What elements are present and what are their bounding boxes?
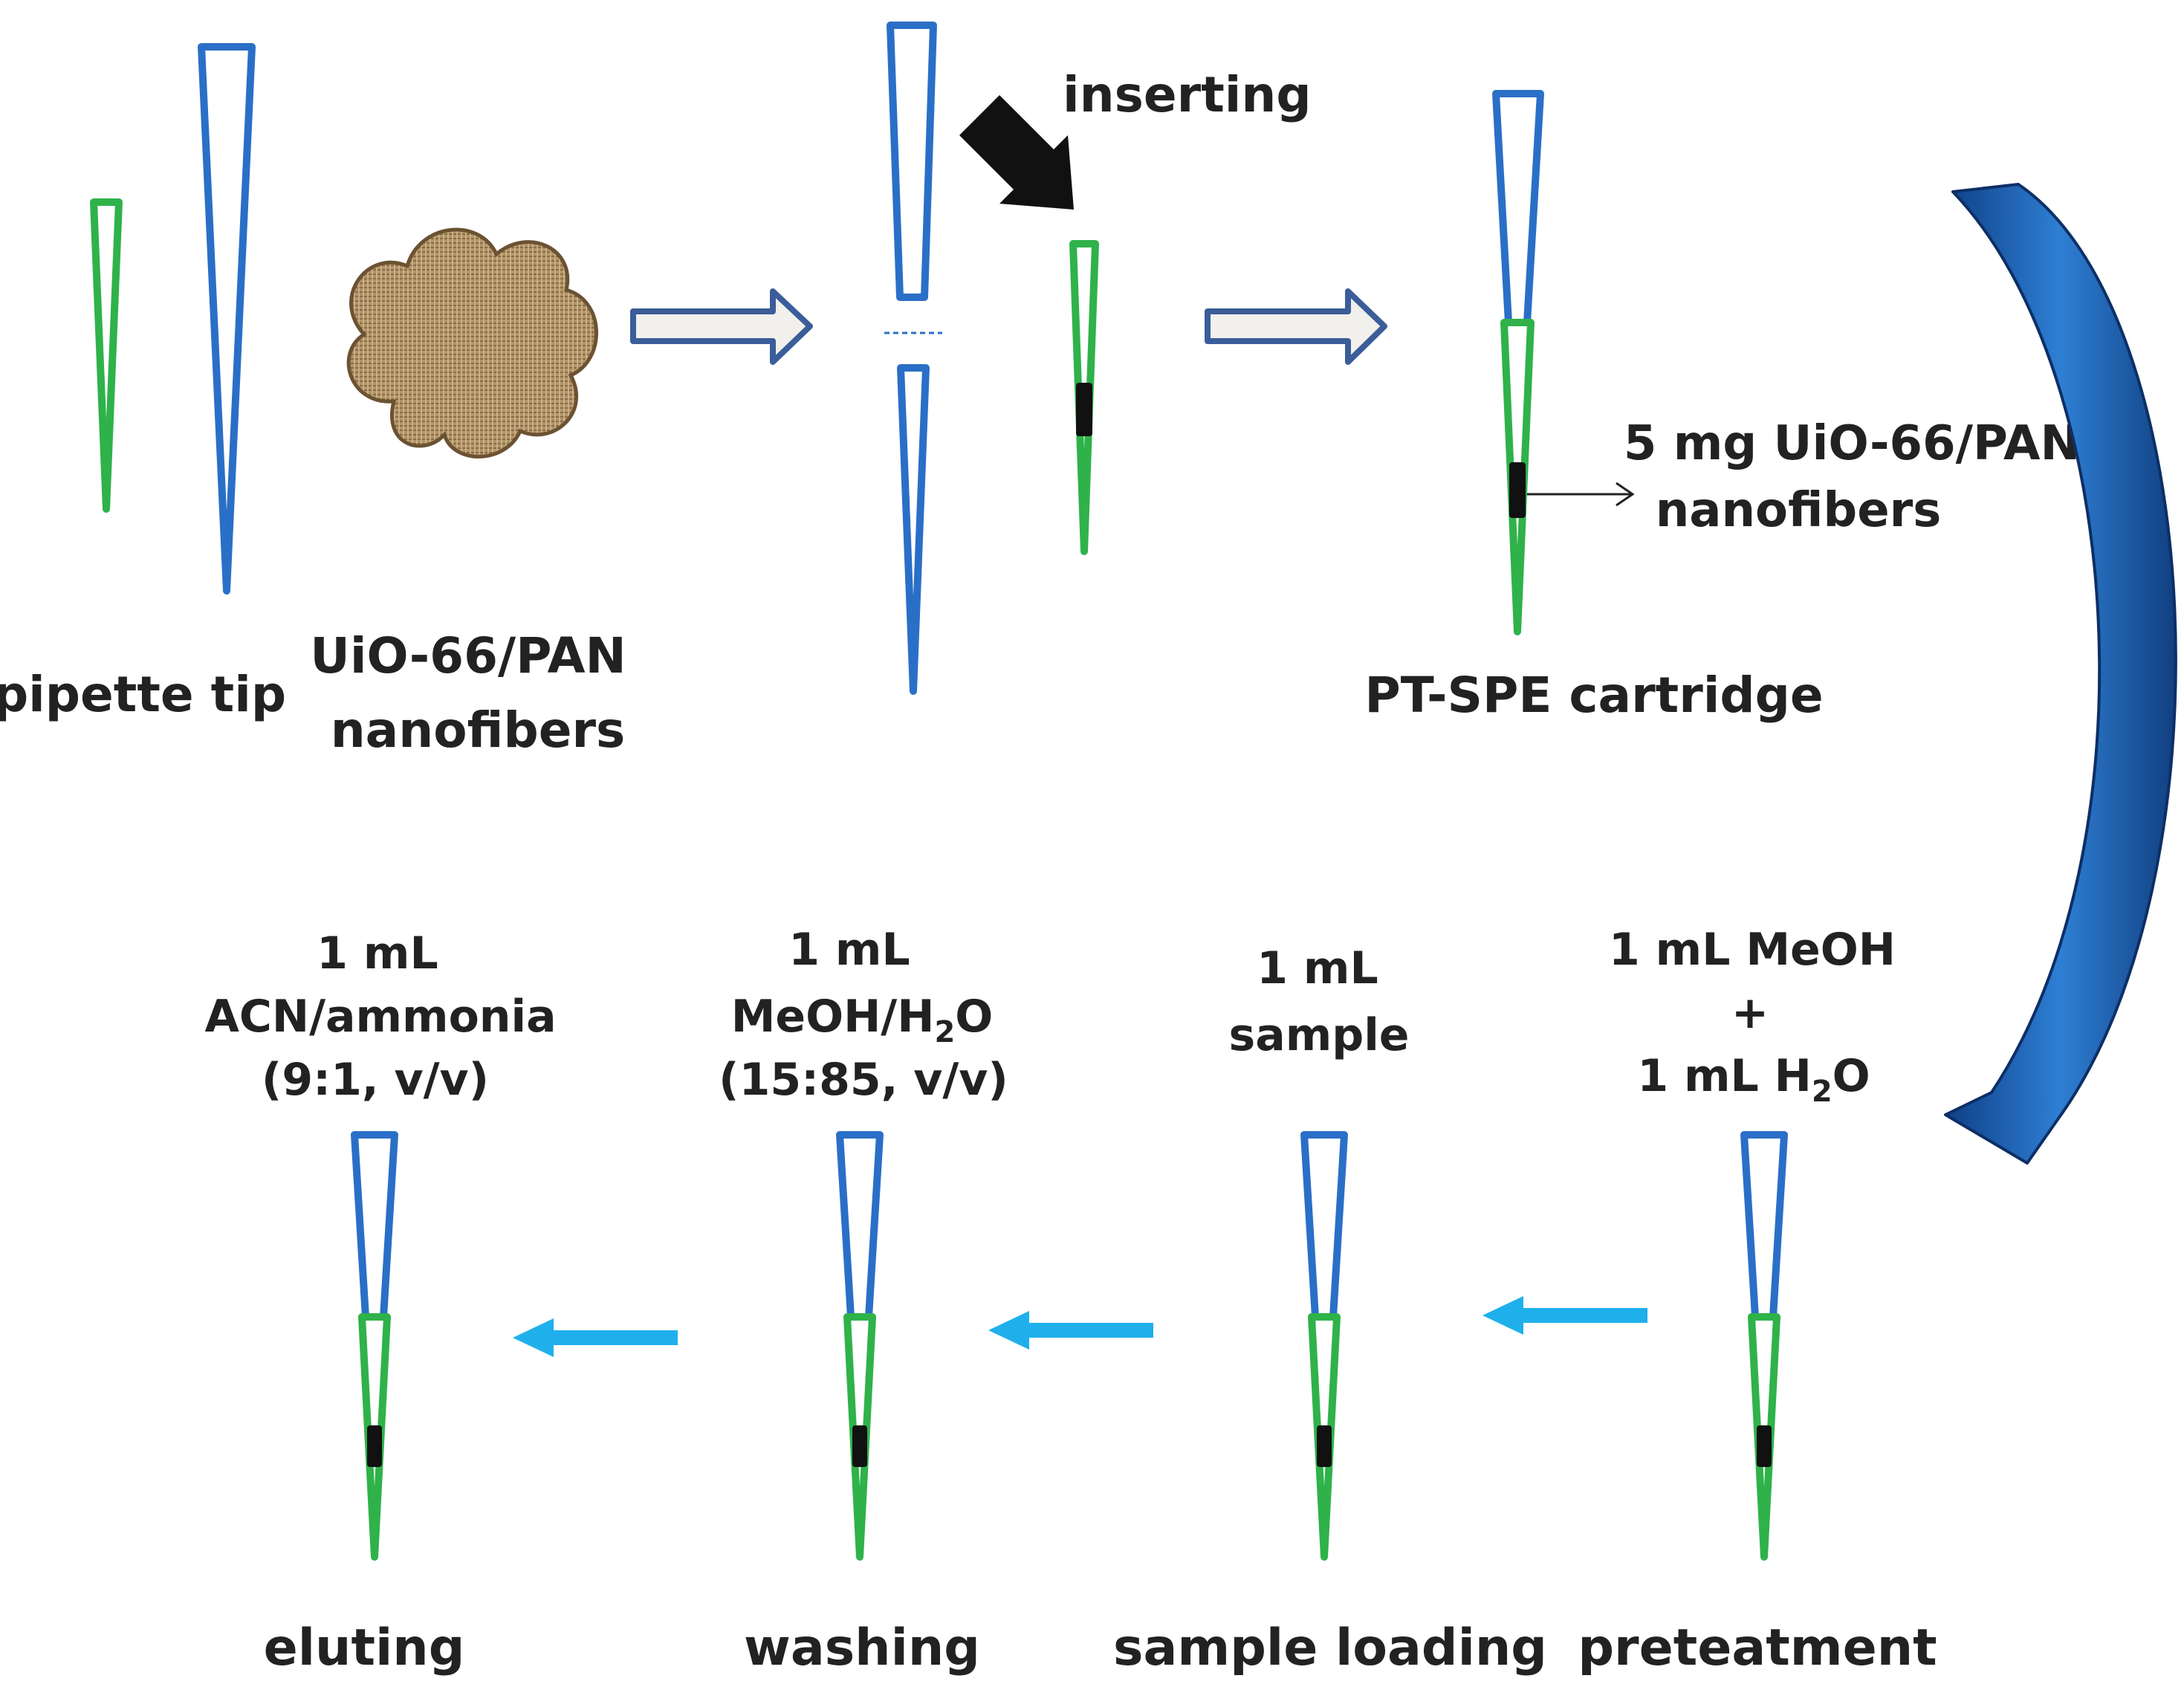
washing-solvent-subscript: 2 [934,1015,955,1049]
sorbent-plug [1076,383,1092,436]
pretreatment-sorbent [1757,1425,1772,1467]
eluting-label: eluting [264,1619,465,1677]
washing-solvent-tail: O [955,991,993,1043]
pretreatment-label: preteatment [1578,1619,1937,1677]
pretreatment-step [1740,1131,1788,1561]
eluting-step [351,1131,398,1561]
loading-sample: sample [1229,1009,1410,1061]
pretreatment-water-subscript: 2 [1812,1075,1833,1109]
washing-upper-tip [836,1131,884,1321]
washing-solvent-main: MeOH/H [731,991,935,1043]
pretreatment-upper-tip [1740,1131,1788,1321]
cartridge-sorbent [1509,462,1526,518]
inserting-label: inserting [1063,66,1312,123]
pipette-tip-label: pipette tip [0,666,286,723]
small-pipette-tip [90,198,123,513]
nanofiber-clump [346,227,598,459]
pretreatment-water: 1 mL H2O [1637,1050,1870,1109]
nanofibers-label-line2: nanofibers [331,702,626,759]
pretreatment-plus: + [1731,987,1769,1039]
eluting-upper-tip [351,1131,398,1321]
washing-volume: 1 mL [788,924,910,976]
washing-step [836,1131,884,1561]
nanofibers-label-line1: UiO-66/PAN [310,627,626,684]
block-arrow-1 [630,288,813,365]
pretreatment-water-main: 1 mL H [1637,1050,1812,1102]
washing-solvent: MeOH/H2O [731,991,994,1049]
cartridge-label: PT-SPE cartridge [1364,667,1823,724]
step-arrow-1 [513,1318,678,1357]
cut-tip-lower [897,364,930,695]
washing-label: washing [744,1619,980,1677]
amount-label-line1: 5 mg UiO-66/PAN [1624,416,2080,471]
amount-label-line2: nanofibers [1656,483,1942,538]
eluting-volume: 1 mL [317,927,438,980]
pretreatment-water-tail: O [1833,1050,1870,1102]
block-arrow-2 [1205,288,1387,365]
large-pipette-tip [198,43,256,595]
step-arrow-3 [1483,1296,1647,1335]
pretreatment-methanol: 1 mL MeOH [1609,924,1896,976]
loading-volume: 1 mL [1257,942,1378,994]
loading-upper-tip [1300,1131,1348,1321]
washing-sorbent [852,1425,867,1467]
pointer-head [1616,482,1635,507]
eluting-sorbent [367,1425,382,1467]
loading-label: sample loading [1113,1619,1547,1677]
inserting-arrow [959,95,1074,210]
process-curve-arrow [1944,183,2177,1165]
cartridge-upper-tip [1492,90,1544,326]
loading-step [1300,1131,1348,1561]
eluting-ratio: (9:1, v/v) [262,1054,489,1106]
step-arrow-2 [988,1311,1153,1350]
washing-ratio: (15:85, v/v) [719,1054,1008,1106]
cut-tip-upper [887,22,937,301]
loading-sorbent [1317,1425,1332,1467]
eluting-solvent: ACN/ammonia [204,991,556,1043]
